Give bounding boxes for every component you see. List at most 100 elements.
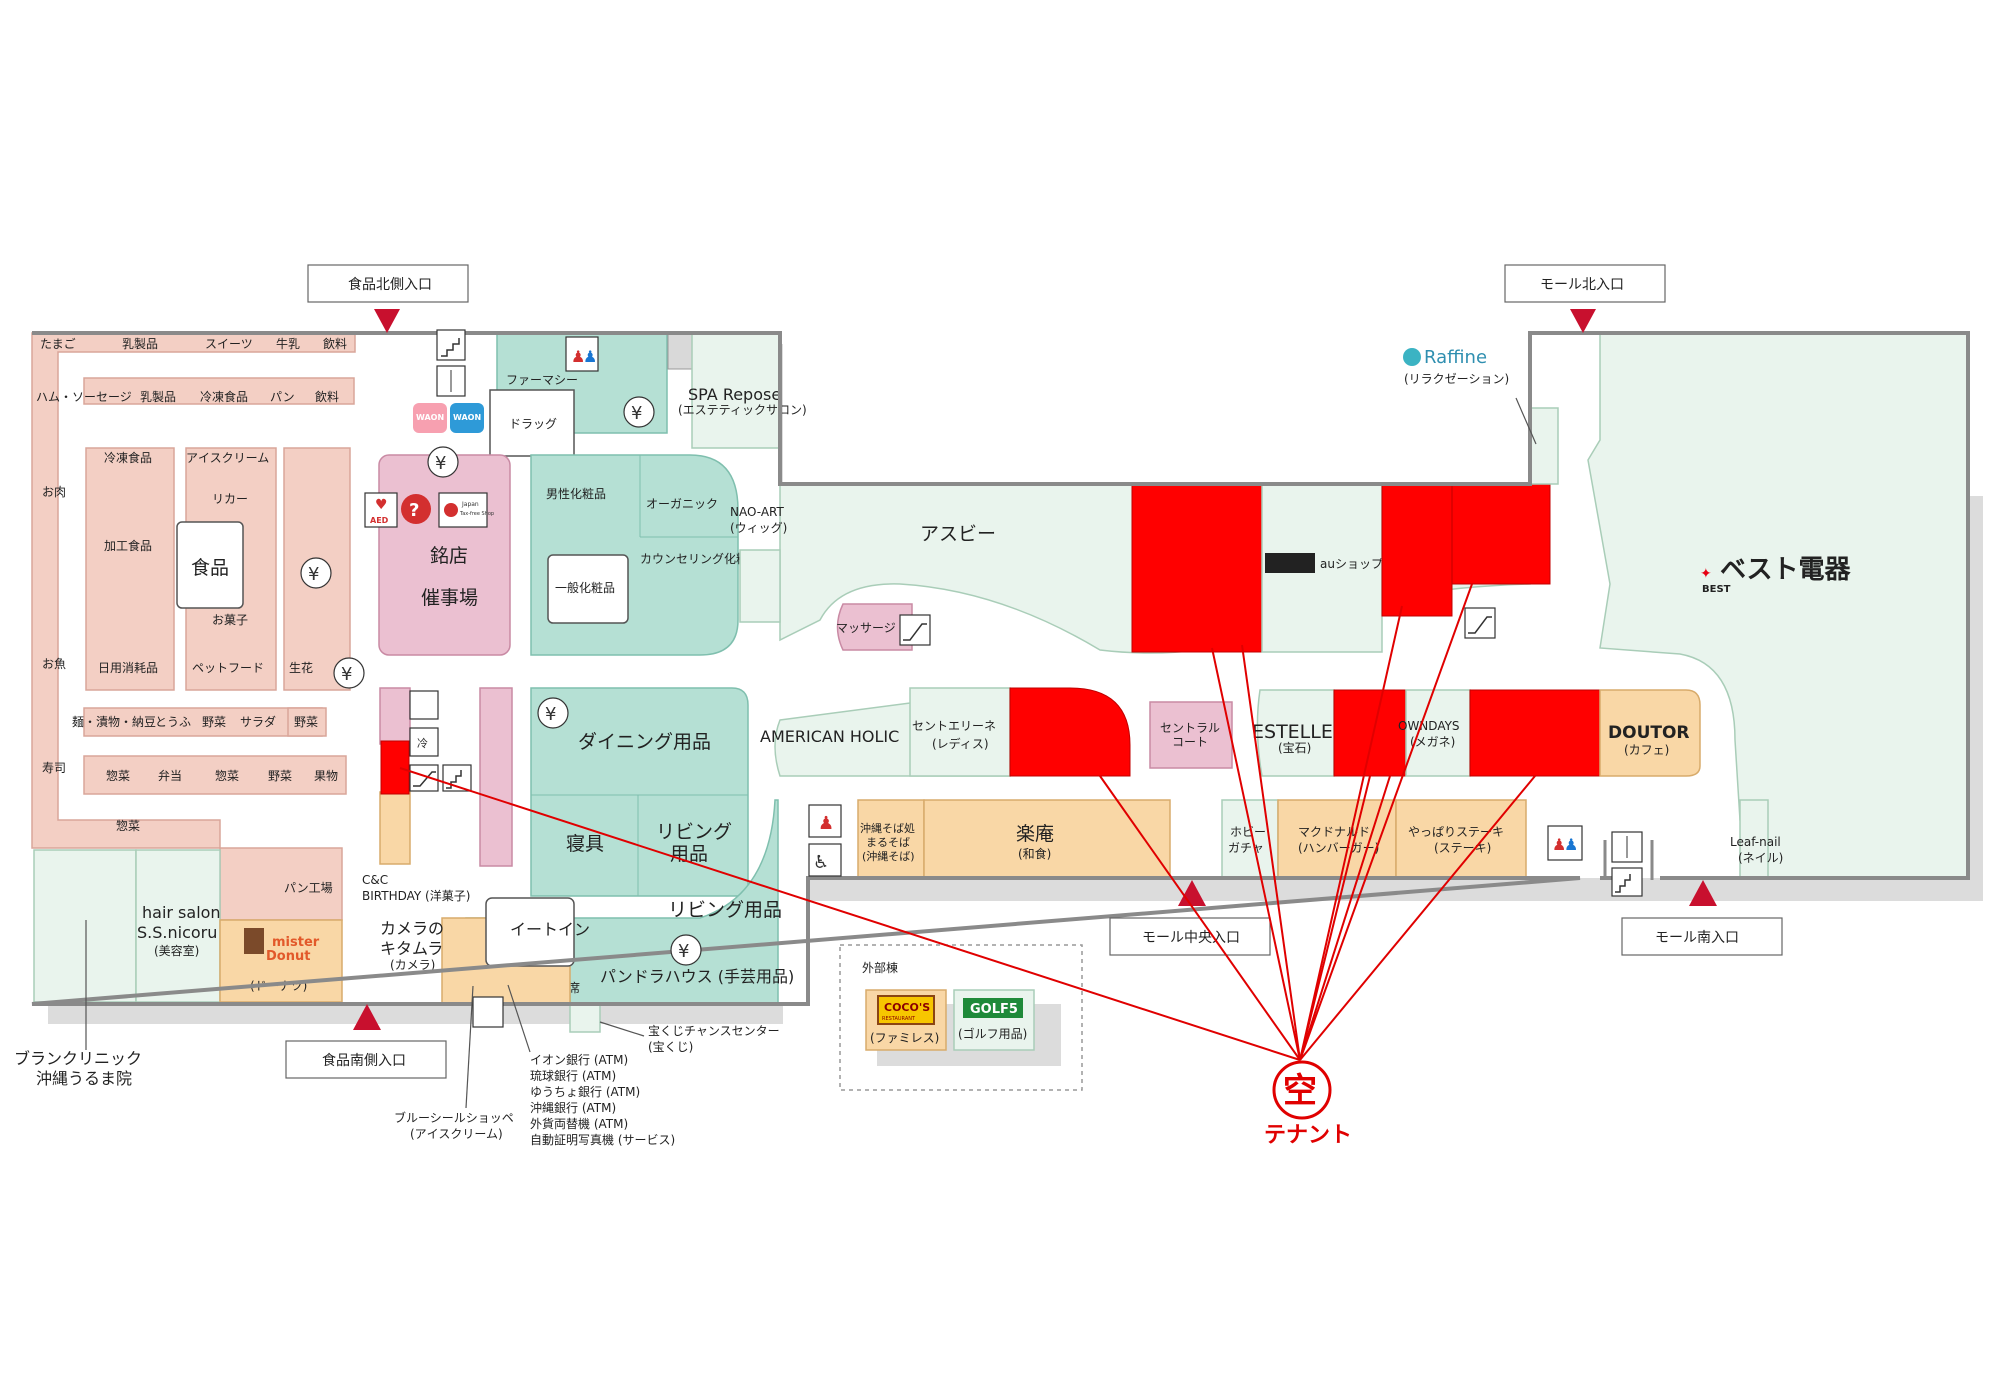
svg-text:♟: ♟: [1552, 835, 1566, 854]
food-top-3: スイーツ: [205, 337, 253, 351]
food-rowa-4: サラダ: [240, 714, 276, 729]
leaf-nail-name: Leaf-nail: [1730, 835, 1781, 849]
food-souzai: 惣菜: [116, 818, 140, 833]
food-top-4: 牛乳: [276, 336, 300, 351]
estelle-area: [1256, 689, 1335, 777]
dining-living-area: [530, 687, 749, 897]
svg-text:♟: ♟: [583, 347, 597, 366]
food-left-1: お肉: [42, 485, 66, 499]
yen-icon-3: ¥: [308, 564, 319, 585]
bedding-label: 寝具: [566, 833, 604, 855]
yen-icon-4: ¥: [341, 664, 352, 685]
mcd-area: [1277, 799, 1397, 879]
restroom-icon-3: [1547, 825, 1583, 861]
takarakuji-type: (宝くじ): [648, 1040, 693, 1054]
blue-seal-2: (アイスクリーム): [410, 1127, 503, 1141]
living-label-1: リビング: [656, 821, 732, 843]
meiten-label: 銘店: [430, 545, 468, 567]
american-holic-label: AMERICAN HOLIC: [760, 727, 899, 746]
yen-icon-2: ¥: [435, 453, 446, 474]
best-denki-name: ベスト電器: [1720, 555, 1852, 585]
vacant-tenant-3: [1381, 483, 1453, 617]
centre-ne-area: [909, 687, 1011, 777]
atm-icon: [472, 996, 504, 1028]
food-fresh: 生花: [289, 660, 313, 675]
rakuan-name: 楽庵: [1016, 823, 1054, 845]
aed-text: AED: [370, 516, 389, 525]
best-small-text: BEST: [1702, 584, 1731, 595]
massage-label: マッサージ: [836, 621, 896, 635]
external-building-title: 外部棟: [862, 960, 898, 975]
waon-card-icon-1: [413, 403, 447, 433]
food-top-2: 乳製品: [122, 337, 158, 351]
asbee-label: アスビー: [920, 523, 996, 545]
mister-donut-logo: mister Donut: [244, 928, 320, 964]
hobby-1: ホビー: [1230, 825, 1266, 839]
tax-free-text2: Tax-free Shop: [459, 511, 494, 517]
cold-text: 冷: [417, 737, 428, 750]
raffine-strip: [1529, 407, 1559, 485]
entrance-mall-north[interactable]: モール北入口: [1504, 264, 1666, 333]
svg-text:♥: ♥: [375, 497, 388, 513]
living-goods-label: リビング用品: [668, 899, 782, 921]
okinawa-soba-2: まるそば: [866, 836, 910, 849]
atm-item-1: イオン銀行 (ATM): [530, 1053, 628, 1067]
best-diamond-icon: ✦: [1700, 566, 1712, 582]
vacant-tenant-8: [1469, 689, 1601, 777]
food-col2-1: アイスクリーム: [186, 451, 269, 465]
restroom-icon-2: [808, 804, 842, 838]
pandora-label: パンドラハウス (手芸用品): [600, 967, 794, 986]
vacant-tenant-2: [1131, 483, 1263, 653]
vacant-tenant-1: [380, 740, 410, 795]
food-row2-2: 乳製品: [140, 390, 176, 404]
entrance-mall-center[interactable]: モール中央入口: [1109, 880, 1271, 956]
mens-cosmetics-label: 男性化粧品: [546, 487, 606, 501]
owndays-area: [1405, 689, 1471, 777]
yen-icons: ¥ ¥ ¥ ¥ ¥ ¥: [300, 396, 702, 966]
owndays-name: OWNDAYS: [1398, 719, 1460, 733]
hair-salon-name1: hair salon: [142, 903, 221, 922]
entrance-mall-center-label: モール中央入口: [1142, 930, 1240, 946]
vacant-tenant-6: [1009, 687, 1131, 777]
organic-label: オーガニック: [646, 497, 718, 511]
food-col1-3: 日用消耗品: [98, 661, 158, 675]
entrance-food-north-label: 食品北側入口: [348, 276, 432, 293]
pharmacy-label: ファーマシー: [506, 373, 578, 387]
nao-art-area: [739, 549, 781, 623]
info-icon: [401, 494, 431, 524]
golf5-logo: GOLF5: [970, 1002, 1018, 1017]
svg-text:♟: ♟: [571, 347, 585, 366]
takarakuji-label: 宝くじチャンスセンター: [648, 1024, 780, 1038]
entrance-mall-north-label: モール北入口: [1540, 277, 1624, 293]
entrance-mall-south[interactable]: モール南入口: [1621, 880, 1783, 956]
wheelchair-icon: [808, 843, 842, 877]
food-rowb-1: 惣菜: [106, 768, 130, 783]
central-court-2: コート: [1172, 735, 1208, 749]
raffine-logo: Raffine: [1403, 347, 1487, 368]
info-text: ?: [409, 500, 419, 521]
mister-donut-text2: Donut: [266, 949, 310, 964]
mcd-name: マクドナルド: [1298, 825, 1370, 839]
estelle-name: ESTELLE: [1252, 721, 1333, 743]
cc-birthday-2: BIRTHDAY (洋菓子): [362, 888, 470, 903]
raffine-type: (リラクゼーション): [1404, 372, 1509, 386]
massage-area: [836, 603, 913, 651]
stairs-icon: [436, 329, 466, 361]
cocos-type: (ファミレス): [870, 1031, 939, 1045]
event-hall-label: 催事場: [421, 587, 478, 609]
cocos-logo-small: RESTAURANT: [882, 1016, 916, 1022]
spa-repose-name: SPA Repose: [688, 385, 781, 404]
food-rowa-3: 野菜: [202, 715, 226, 729]
food-left-3: 寿司: [42, 761, 66, 775]
food-top-1: たまご: [40, 336, 76, 351]
waon-card-icon-2: [450, 403, 484, 433]
cocos-logo: COCO'S: [884, 1001, 930, 1014]
entrance-food-south[interactable]: 食品南側入口: [285, 1004, 447, 1079]
atm-item-3: ゆうちょ銀行 (ATM): [530, 1085, 640, 1099]
yen-icon-5: ¥: [545, 704, 556, 725]
golf5-type: (ゴルフ用品): [958, 1026, 1027, 1041]
yen-icon-1: ¥: [631, 403, 642, 424]
entrance-food-north[interactable]: 食品北側入口: [307, 264, 469, 333]
cc-birthday-area: [379, 791, 411, 865]
cc-strip: [379, 687, 411, 745]
